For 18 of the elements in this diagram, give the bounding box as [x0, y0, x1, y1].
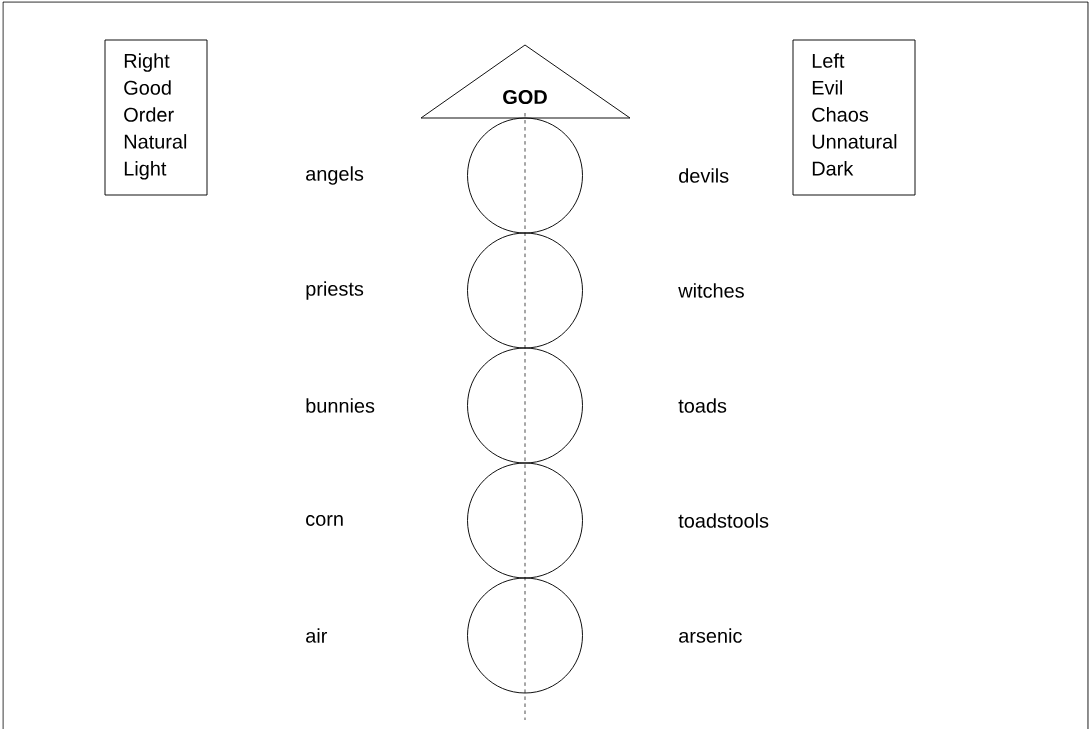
word-label: toadstools — [678, 513, 769, 528]
word-label: corn — [306, 515, 343, 526]
word-label: air — [306, 628, 328, 643]
triangle: GOD — [420, 44, 631, 119]
circle — [467, 462, 583, 579]
word-label: bunnies — [306, 398, 375, 413]
circle — [467, 347, 583, 464]
word-label: devils — [679, 168, 729, 183]
circle — [467, 577, 583, 694]
word-label: arsenic — [679, 628, 742, 643]
word-label: priests — [306, 281, 364, 300]
circle — [467, 117, 583, 234]
word-label: angels — [306, 166, 364, 185]
circle — [467, 232, 583, 349]
word-label: toads — [678, 398, 727, 413]
word-label: witches — [678, 283, 744, 298]
word-box: Left Evil Chaos Unnatural Dark — [792, 39, 916, 196]
word-box: Right Good Order Natural Light — [104, 39, 208, 196]
